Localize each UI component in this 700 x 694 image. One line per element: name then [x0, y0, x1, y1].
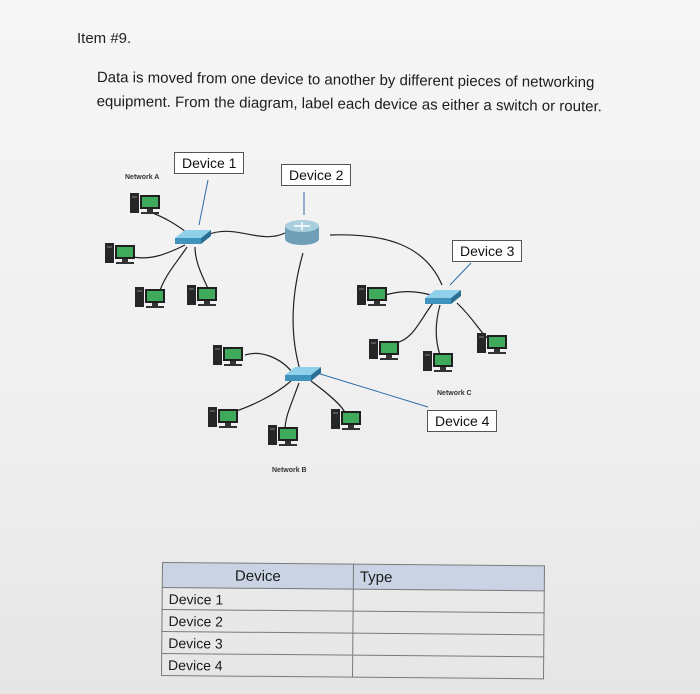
computer-icon: [187, 285, 217, 306]
device-cell: Device 4: [161, 653, 353, 678]
table-row: Device 4: [161, 653, 544, 679]
computer-icon: [357, 285, 387, 306]
device-cell: Device 3: [161, 631, 353, 656]
type-answer-cell[interactable]: [352, 633, 544, 657]
computer-icon: [268, 425, 298, 446]
answer-table: Device Type Device 1 Device 2 Device 3 D…: [161, 562, 545, 679]
computer-icon: [135, 287, 165, 308]
device-1-switch-icon: [175, 230, 211, 244]
device-4-switch-icon: [285, 367, 321, 381]
table-header-row: Device Type: [162, 562, 545, 591]
computer-icon: [105, 243, 135, 264]
label-pointers: [198, 179, 472, 408]
device-3-switch-icon: [425, 290, 461, 304]
network-a-label: Network A: [125, 174, 160, 181]
instructions-line-2: equipment. From the diagram, label each …: [96, 92, 602, 116]
type-answer-cell[interactable]: [352, 655, 544, 679]
column-header-type: Type: [353, 564, 545, 591]
type-answer-cell[interactable]: [352, 611, 545, 635]
network-diagram: Device 1 Device 2 Device 3 Device 4 Netw…: [95, 145, 535, 490]
computer-icon: [130, 193, 160, 214]
item-title: Item #9.: [77, 30, 132, 47]
computer-icon: [213, 345, 243, 366]
cable-links: [132, 210, 491, 431]
device-cell: Device 2: [161, 609, 354, 634]
instructions: Data is moved from one device to another…: [96, 66, 666, 120]
computer-icon: [208, 407, 238, 428]
network-c-label: Network C: [437, 390, 472, 397]
network-diagram-canvas: [105, 179, 507, 446]
device-cell: Device 1: [162, 587, 354, 612]
device-1-label: Device 1: [174, 152, 245, 174]
device-3-label: Device 3: [452, 240, 523, 262]
computer-icon: [331, 409, 361, 430]
device-2-label: Device 2: [281, 164, 352, 186]
computer-icon: [423, 351, 453, 372]
type-answer-cell[interactable]: [353, 589, 545, 613]
device-2-router-icon: [285, 220, 319, 245]
device-4-label: Device 4: [427, 410, 498, 432]
network-b-label: Network B: [272, 467, 307, 474]
computer-icon: [369, 339, 399, 360]
column-header-device: Device: [162, 562, 354, 590]
computer-icon: [477, 333, 507, 354]
